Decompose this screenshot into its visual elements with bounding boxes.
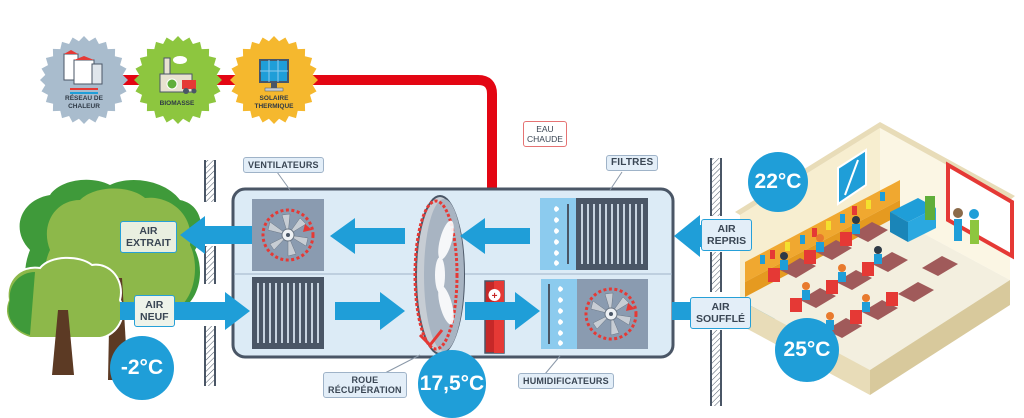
- badge-reseau-chaleur: [40, 36, 128, 124]
- air-extrait-line2: EXTRAIT: [126, 237, 171, 249]
- humidificateurs-label: HUMIDIFICATEURS: [518, 373, 614, 389]
- badge-label-line1: RÉSEAU DE: [65, 95, 103, 102]
- air-souffle-line1: AIR: [711, 301, 730, 313]
- filtres-label: FILTRES: [606, 155, 659, 171]
- roue-label-line1: ROUE: [351, 375, 379, 385]
- air-neuf-label: AIR NEUF: [134, 295, 175, 327]
- left-wall: [204, 160, 216, 386]
- arrow-bottom-middle: [335, 292, 405, 330]
- air-souffle-label: AIR SOUFFLÉ: [690, 297, 751, 329]
- badge-label-line2: CHALEUR: [68, 102, 100, 110]
- air-extrait-label: AIR EXTRAIT: [120, 221, 177, 253]
- air-neuf-line1: AIR: [145, 299, 164, 311]
- badge-label-line2: THERMIQUE: [254, 102, 294, 110]
- temp-outdoor: -2°C: [110, 336, 174, 400]
- badge-label-solaire: SOLAIRE THERMIQUE: [239, 95, 309, 110]
- temp-after-wheel: 17,5°C: [418, 350, 486, 418]
- air-extrait-line1: AIR: [139, 225, 158, 237]
- badge-label-reseau: RÉSEAU DE CHALEUR: [49, 95, 119, 110]
- humidifier-supply-fan: [541, 279, 648, 349]
- arrow-bottom-heater: [465, 292, 540, 330]
- student-desks: [768, 216, 958, 342]
- ventilateurs-label: VENTILATEURS: [243, 157, 324, 173]
- trees-illustration: [5, 179, 202, 380]
- arrow-air-extrait: [180, 216, 252, 254]
- recovery-wheel: [413, 195, 465, 355]
- air-repris-label: AIR REPRIS: [701, 219, 753, 251]
- badge-label-biomasse: BIOMASSE: [142, 100, 212, 108]
- hot-water-label-line2: CHAUDE: [527, 134, 563, 144]
- hot-water-label: EAU CHAUDE: [523, 121, 567, 147]
- exhaust-fan: [252, 199, 324, 271]
- arrow-air-neuf: [120, 292, 250, 330]
- badge-solaire-thermique: [230, 36, 318, 124]
- energy-source-badges: [40, 36, 318, 124]
- arrow-top-middle: [330, 218, 405, 254]
- air-neuf-line2: NEUF: [140, 311, 169, 323]
- badge-biomasse: [134, 36, 222, 124]
- right-wall: [710, 158, 722, 406]
- leader-lines: [276, 171, 623, 375]
- temp-return-air: 22°C: [748, 152, 808, 212]
- plus-icon: +: [492, 291, 498, 302]
- roue-label-line2: RÉCUPÉRATION: [328, 385, 402, 395]
- intake-grille: [252, 277, 324, 349]
- badge-label-line1: SOLAIRE: [259, 95, 289, 102]
- hot-water-label-line1: EAU: [536, 124, 554, 134]
- arrow-top-right-section: [460, 218, 530, 254]
- air-souffle-line2: SOUFFLÉ: [696, 313, 745, 325]
- badge-label-line1: BIOMASSE: [159, 100, 195, 107]
- roue-recuperation-label: ROUE RÉCUPÉRATION: [323, 372, 407, 398]
- filter-unit: [540, 198, 648, 270]
- air-repris-line2: REPRIS: [707, 235, 747, 247]
- temp-supply-air: 25°C: [775, 318, 839, 382]
- air-repris-line1: AIR: [717, 223, 736, 235]
